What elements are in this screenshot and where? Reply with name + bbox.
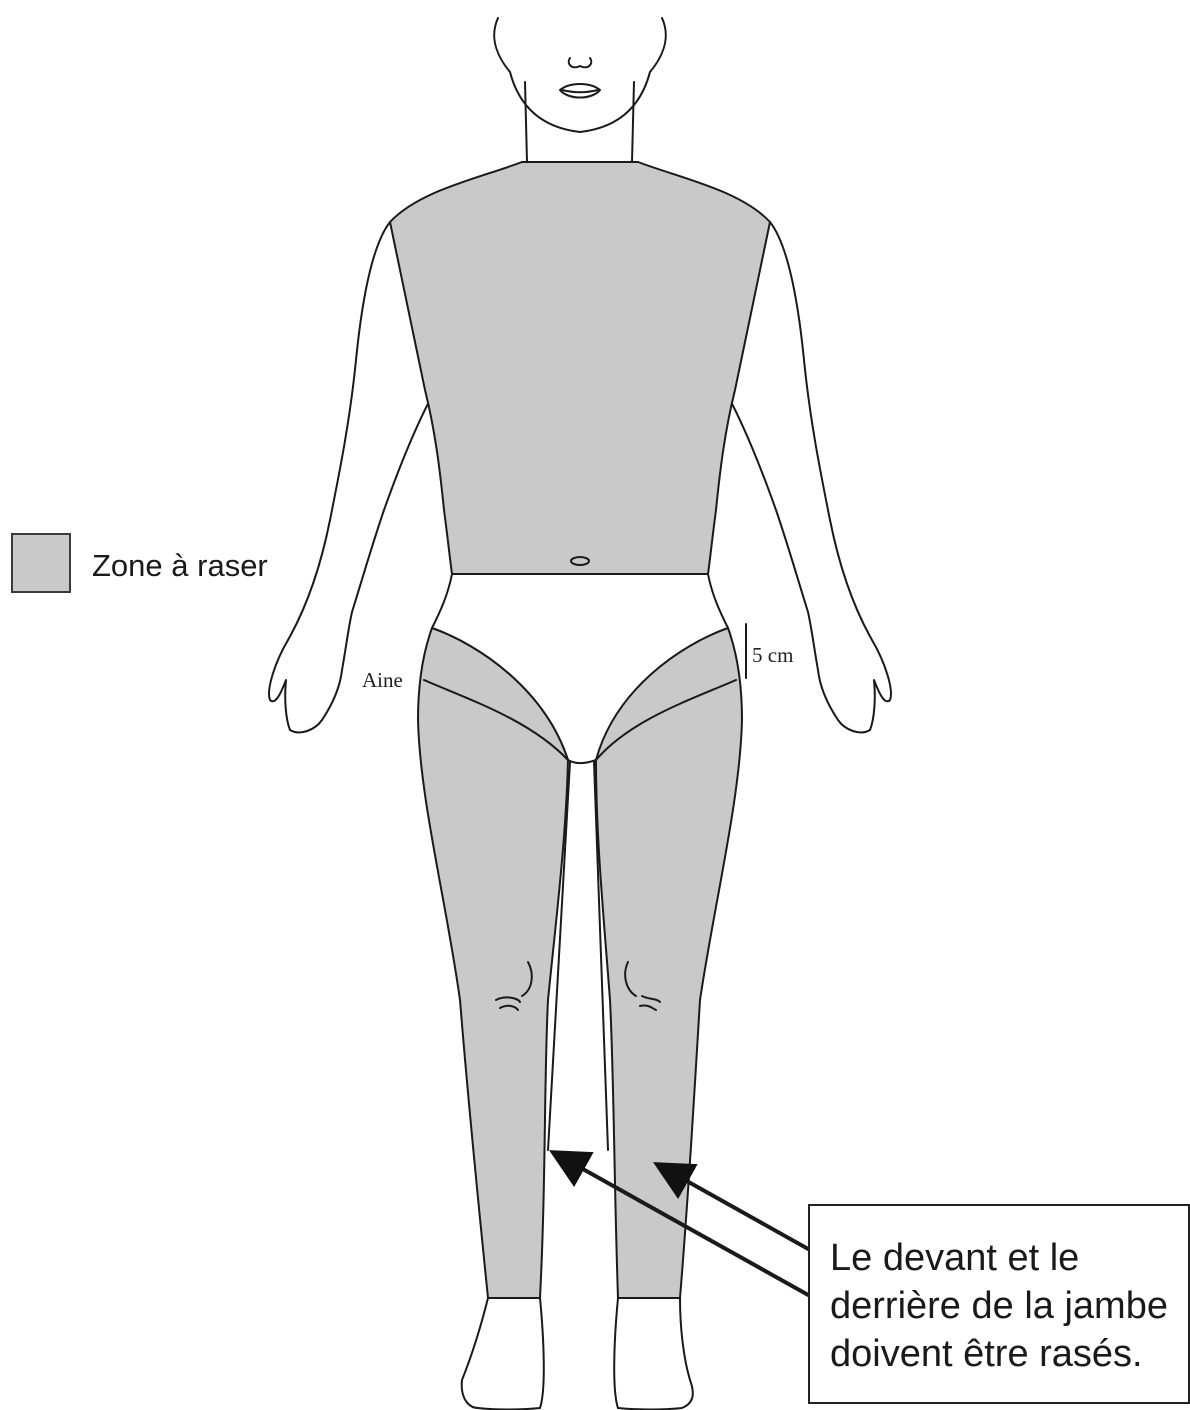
legend-label: Zone à raser (92, 548, 268, 584)
groin-label: Aine (362, 668, 403, 692)
measure-label: 5 cm (752, 643, 793, 667)
torso-shaded-zone (390, 162, 770, 574)
right-foot (614, 1298, 693, 1410)
left-leg-shaded-zone (418, 628, 568, 1298)
note-line: doivent être rasés. (830, 1330, 1168, 1378)
legend-swatch (11, 533, 71, 593)
head (494, 18, 666, 162)
note-line: derrière de la jambe (830, 1282, 1168, 1330)
note-text: Le devant et le derrière de la jambe doi… (830, 1234, 1168, 1378)
left-foot (462, 1298, 544, 1410)
note-line: Le devant et le (830, 1234, 1168, 1282)
note-box: Le devant et le derrière de la jambe doi… (808, 1204, 1190, 1404)
